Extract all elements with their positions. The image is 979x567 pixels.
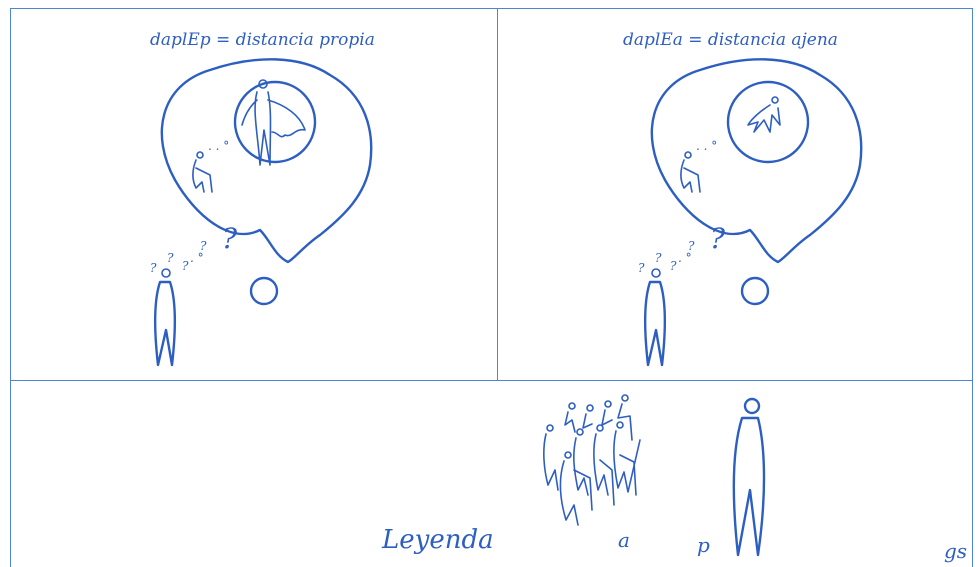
- legend-p-label: p: [697, 533, 710, 557]
- small-question-mark: ?: [182, 259, 189, 273]
- legend-a-label: a: [618, 528, 630, 552]
- small-question-mark: ?: [688, 239, 695, 253]
- panel-distancia-propia: [10, 8, 499, 382]
- legend-label: Leyenda: [381, 525, 494, 555]
- left-panel-title: daplEp = distancia propia: [150, 30, 375, 50]
- caped-figure-icon: [241, 79, 306, 166]
- small-thought-circle: [740, 276, 770, 306]
- right-panel-title: daplEa = distancia ajena: [623, 30, 838, 50]
- small-question-mark: ?: [150, 261, 157, 275]
- small-question-mark: ?: [167, 251, 174, 265]
- big-question-mark: ?: [222, 222, 238, 255]
- right-panel-drawing: daplEa = distancia ajena . . ° ? ? ? ? ?…: [623, 30, 863, 367]
- small-flying-figure-icon: [747, 96, 781, 133]
- thought-dots: . °: [678, 251, 692, 265]
- seated-figure-icon: [192, 151, 213, 193]
- signature: gs: [944, 539, 967, 563]
- standing-figure-icon: [644, 268, 666, 367]
- panel-legend: [10, 380, 973, 567]
- left-panel-drawing: daplEp = distancia propia . . ° ? ? ?: [150, 30, 375, 367]
- legend-drawing: Leyenda a p: [381, 394, 967, 563]
- thought-dots: . . °: [696, 139, 717, 153]
- standing-figure-icon: [154, 268, 176, 367]
- panel-distancia-ajena: [497, 8, 973, 382]
- small-question-mark: ?: [655, 251, 662, 265]
- seated-figure-icon: [680, 151, 701, 193]
- thought-bubble-outline: [160, 58, 373, 264]
- inner-thought-circle: [726, 80, 810, 164]
- big-question-mark: ?: [710, 222, 726, 255]
- small-thought-circle: [249, 276, 279, 306]
- small-question-mark: ?: [670, 259, 677, 273]
- thought-dots: . °: [190, 251, 204, 265]
- small-question-mark: ?: [200, 239, 207, 253]
- seated-group-figures-icon: [543, 394, 641, 526]
- small-question-mark: ?: [638, 261, 645, 275]
- thought-bubble-outline: [650, 58, 863, 264]
- standing-figure-icon: [732, 397, 766, 557]
- thought-dots: . . °: [208, 139, 229, 153]
- inner-thought-circle: [233, 80, 317, 164]
